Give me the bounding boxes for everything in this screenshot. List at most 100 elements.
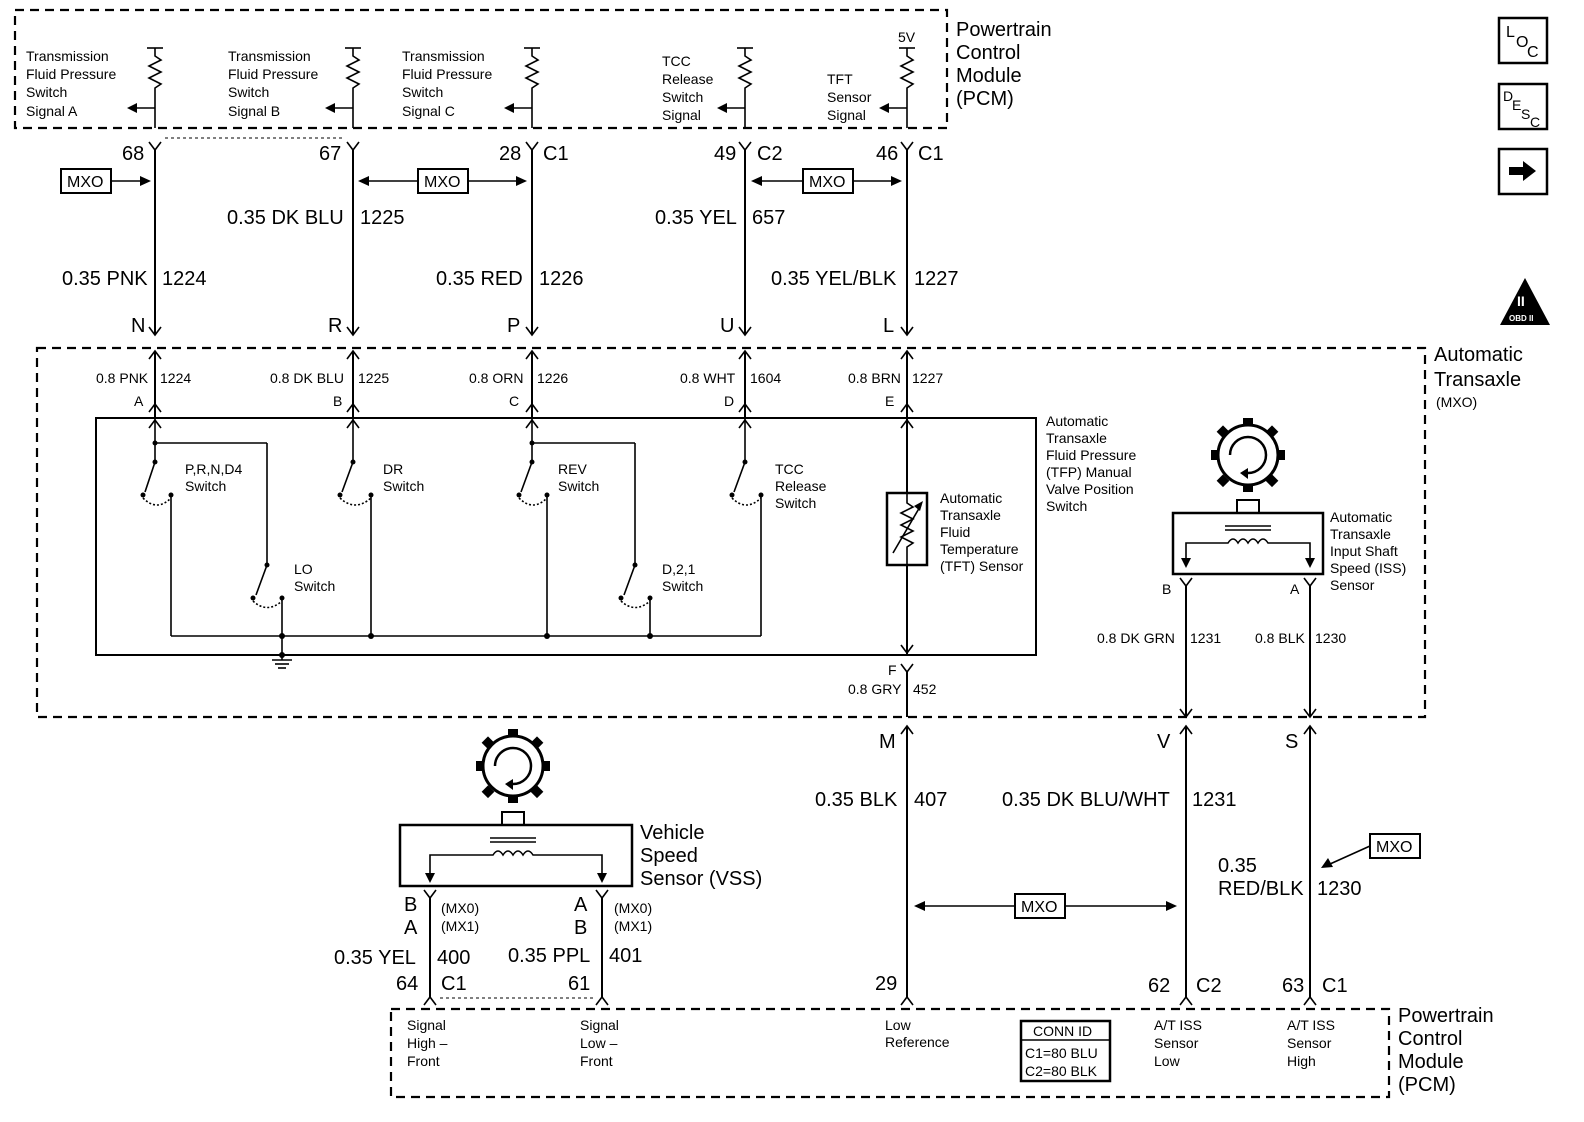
int-wire-a-circuit: 1224 xyxy=(160,370,191,386)
wire-1225-circuit: 1225 xyxy=(360,207,405,229)
svg-text:TCC: TCC xyxy=(775,461,804,477)
svg-text:Transaxle: Transaxle xyxy=(1330,526,1391,542)
pcm-bottom: Powertrain Control Module (PCM) Signal H… xyxy=(389,1005,1494,1099)
automatic-transaxle: Automatic Transaxle (MXO) 0.8 PNK 1224 A… xyxy=(35,344,1523,719)
iss-pin-a: A xyxy=(1290,581,1300,597)
svg-text:Fluid Pressure: Fluid Pressure xyxy=(228,66,318,82)
svg-text:Switch: Switch xyxy=(402,84,443,100)
harness-connector: N R P U L xyxy=(131,315,914,337)
svg-text:(PCM): (PCM) xyxy=(1398,1074,1456,1096)
svg-text:Valve Position: Valve Position xyxy=(1046,481,1134,497)
svg-text:Switch: Switch xyxy=(26,84,67,100)
pull-up-resistor-a xyxy=(127,47,163,128)
wire-1224-label: 0.35 PNK xyxy=(62,268,148,290)
transaxle-code: (MXO) xyxy=(1436,394,1477,410)
pin-46: 46 xyxy=(876,143,898,165)
svg-text:1231: 1231 xyxy=(1190,630,1221,646)
svg-text:Fluid Pressure: Fluid Pressure xyxy=(402,66,492,82)
int-pin-b: B xyxy=(333,393,342,409)
svg-text:Temperature: Temperature xyxy=(940,541,1019,557)
svg-text:M: M xyxy=(879,731,896,753)
pcm-top-title-2: Control xyxy=(956,42,1020,64)
svg-text:Sensor (VSS): Sensor (VSS) xyxy=(640,868,762,890)
switch-rev: REV Switch xyxy=(516,440,636,636)
svg-text:S: S xyxy=(1521,106,1530,122)
svg-text:U: U xyxy=(720,315,734,337)
svg-text:Switch: Switch xyxy=(775,495,816,511)
svg-text:Switch: Switch xyxy=(185,478,226,494)
ground-icon xyxy=(272,655,292,669)
int-pin-a: A xyxy=(134,393,144,409)
wire-1231-label: 0.35 DK BLU/WHT xyxy=(1002,789,1170,811)
int-wire-c-circuit: 1226 xyxy=(537,370,568,386)
wire-657-label: 0.35 YEL xyxy=(655,207,737,229)
next-arrow-icon[interactable] xyxy=(1497,147,1549,196)
mxo-tag-5: MXO xyxy=(914,893,1177,919)
desc-icon[interactable]: D E S C xyxy=(1497,82,1549,131)
svg-text:C1: C1 xyxy=(441,973,467,995)
svg-text:Switch: Switch xyxy=(662,89,703,105)
svg-text:1230: 1230 xyxy=(1315,630,1346,646)
svg-text:Release: Release xyxy=(775,478,827,494)
svg-text:Signal: Signal xyxy=(580,1017,619,1033)
svg-text:D,2,1: D,2,1 xyxy=(662,561,696,577)
wire-407-label: 0.35 BLK xyxy=(815,789,898,811)
pin-49: 49 xyxy=(714,143,736,165)
pcm-top: Powertrain Control Module (PCM) Transmis… xyxy=(13,8,1052,130)
vehicle-speed-sensor: Vehicle Speed Sensor (VSS) B A (MX0) (MX… xyxy=(334,729,762,997)
svg-text:Low –: Low – xyxy=(580,1035,618,1051)
pull-up-resistor-c xyxy=(504,47,540,128)
iss-sensor: Automatic Transaxle Input Shaft Speed (I… xyxy=(1097,418,1406,719)
svg-text:B: B xyxy=(574,917,587,939)
mxo-tag-2: MXO xyxy=(358,168,527,194)
svg-text:Release: Release xyxy=(662,71,714,87)
loc-icon[interactable]: L O C xyxy=(1497,16,1549,65)
svg-text:Front: Front xyxy=(407,1053,440,1069)
int-pin-f: F xyxy=(888,662,897,678)
pcm-top-title-1: Powertrain xyxy=(956,19,1052,41)
svg-text:(MX1): (MX1) xyxy=(441,918,479,934)
svg-text:(MX0): (MX0) xyxy=(441,900,479,916)
svg-text:Signal: Signal xyxy=(407,1017,446,1033)
svg-text:Switch: Switch xyxy=(294,578,335,594)
svg-text:O: O xyxy=(1516,34,1528,51)
wire-1230-circuit: 1230 xyxy=(1317,878,1362,900)
svg-text:MXO: MXO xyxy=(67,174,103,191)
svg-text:Transmission: Transmission xyxy=(26,48,109,64)
transaxle-title-2: Transaxle xyxy=(1434,369,1521,391)
svg-text:L: L xyxy=(883,315,894,337)
svg-text:A: A xyxy=(574,894,588,916)
svg-text:P: P xyxy=(507,315,520,337)
wire-1226-label: 0.35 RED xyxy=(436,268,523,290)
wire-400-circuit: 400 xyxy=(437,947,470,969)
svg-text:L: L xyxy=(1506,24,1515,41)
lower-harness-pins: M V S xyxy=(879,724,1317,753)
pcm-top-title-4: (PCM) xyxy=(956,88,1014,110)
svg-text:REV: REV xyxy=(558,461,587,477)
int-pin-c: C xyxy=(509,393,519,409)
iss-tone-wheel-icon xyxy=(1211,418,1285,492)
pcm-top-input-tft: TFT Sensor Signal xyxy=(827,71,872,123)
vss-tone-wheel-icon xyxy=(476,729,550,803)
pin-28: 28 xyxy=(499,143,521,165)
svg-text:63: 63 xyxy=(1282,975,1304,997)
svg-text:Transaxle: Transaxle xyxy=(1046,430,1107,446)
svg-text:Transmission: Transmission xyxy=(402,48,485,64)
int-wire-f-circuit: 452 xyxy=(913,681,937,697)
svg-text:MXO: MXO xyxy=(424,174,460,191)
svg-text:TCC: TCC xyxy=(662,53,691,69)
svg-text:II: II xyxy=(1517,293,1525,309)
int-wire-e-label: 0.8 BRN xyxy=(848,370,901,386)
svg-text:0.8 BLK: 0.8 BLK xyxy=(1255,630,1305,646)
svg-text:Transaxle: Transaxle xyxy=(940,507,1001,523)
pin-68: 68 xyxy=(122,143,144,165)
mxo-tag-1: MXO xyxy=(60,168,151,194)
svg-text:OBD II: OBD II xyxy=(1509,314,1533,323)
supply-5v-label: 5V xyxy=(898,29,916,45)
svg-text:Switch: Switch xyxy=(558,478,599,494)
svg-text:Switch: Switch xyxy=(662,578,703,594)
svg-text:Switch: Switch xyxy=(383,478,424,494)
lower-wires: 0.35 BLK 407 0.35 DK BLU/WHT 1231 0.35 R… xyxy=(815,726,1362,997)
conn-id-box: CONN ID C1=80 BLU C2=80 BLK xyxy=(1019,1019,1112,1083)
